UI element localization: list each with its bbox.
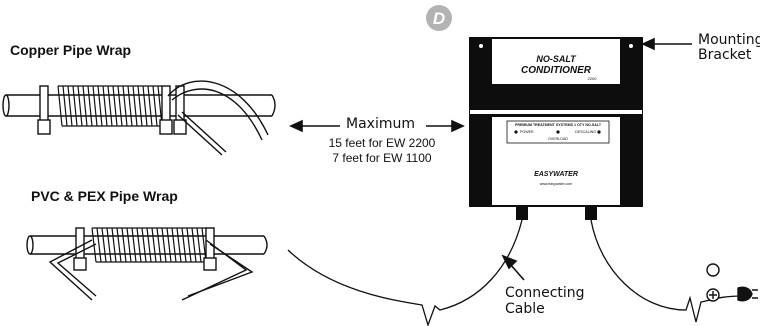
step-badge-letter: D <box>433 9 445 28</box>
unit-maker: EASYWATER <box>534 171 578 178</box>
left-bracket <box>470 38 492 206</box>
connecting-label-line1: Connecting <box>505 285 585 301</box>
unit-brand-model: 2200 <box>588 76 598 81</box>
connecting-cable-pointer <box>501 254 525 281</box>
step-badge: D <box>426 5 452 31</box>
mounting-label-line1: Mounting <box>698 32 760 48</box>
conditioner-unit <box>469 37 643 220</box>
connecting-label-line2: Cable <box>505 301 545 317</box>
mounting-bracket-pointer <box>641 37 692 51</box>
mounting-label-line2: Bracket <box>698 47 752 63</box>
unit-brand-line1: NO-SALT <box>536 54 577 64</box>
unit-descaling-label: DESCALING <box>575 130 596 134</box>
maximum-label: Maximum <box>346 116 415 132</box>
unit-power-label: POWER <box>520 130 534 134</box>
copper-pipe-wrap-label: Copper Pipe Wrap <box>10 42 132 58</box>
plug-icon <box>706 263 758 302</box>
unit-brand-line2: CONDITIONER <box>521 65 592 76</box>
right-bracket <box>620 38 642 206</box>
maximum-length-1100: 7 feet for EW 1100 <box>332 151 432 165</box>
distance-arrows <box>289 119 465 133</box>
copper-pipe-wrap-illustration <box>2 80 276 156</box>
unit-website: www.easywater.com <box>540 182 573 186</box>
unit-panel-title: PREMIUM TREATMENT SYSTEMS 1 OTY NO-SALT <box>515 123 602 127</box>
pvc-pex-pipe-wrap-label: PVC & PEX Pipe Wrap <box>31 188 178 204</box>
maximum-length-2200: 15 feet for EW 2200 <box>328 136 436 150</box>
pvc-pex-pipe-wrap-illustration <box>26 227 268 301</box>
unit-overload-label: OVERLOAD <box>548 137 568 141</box>
